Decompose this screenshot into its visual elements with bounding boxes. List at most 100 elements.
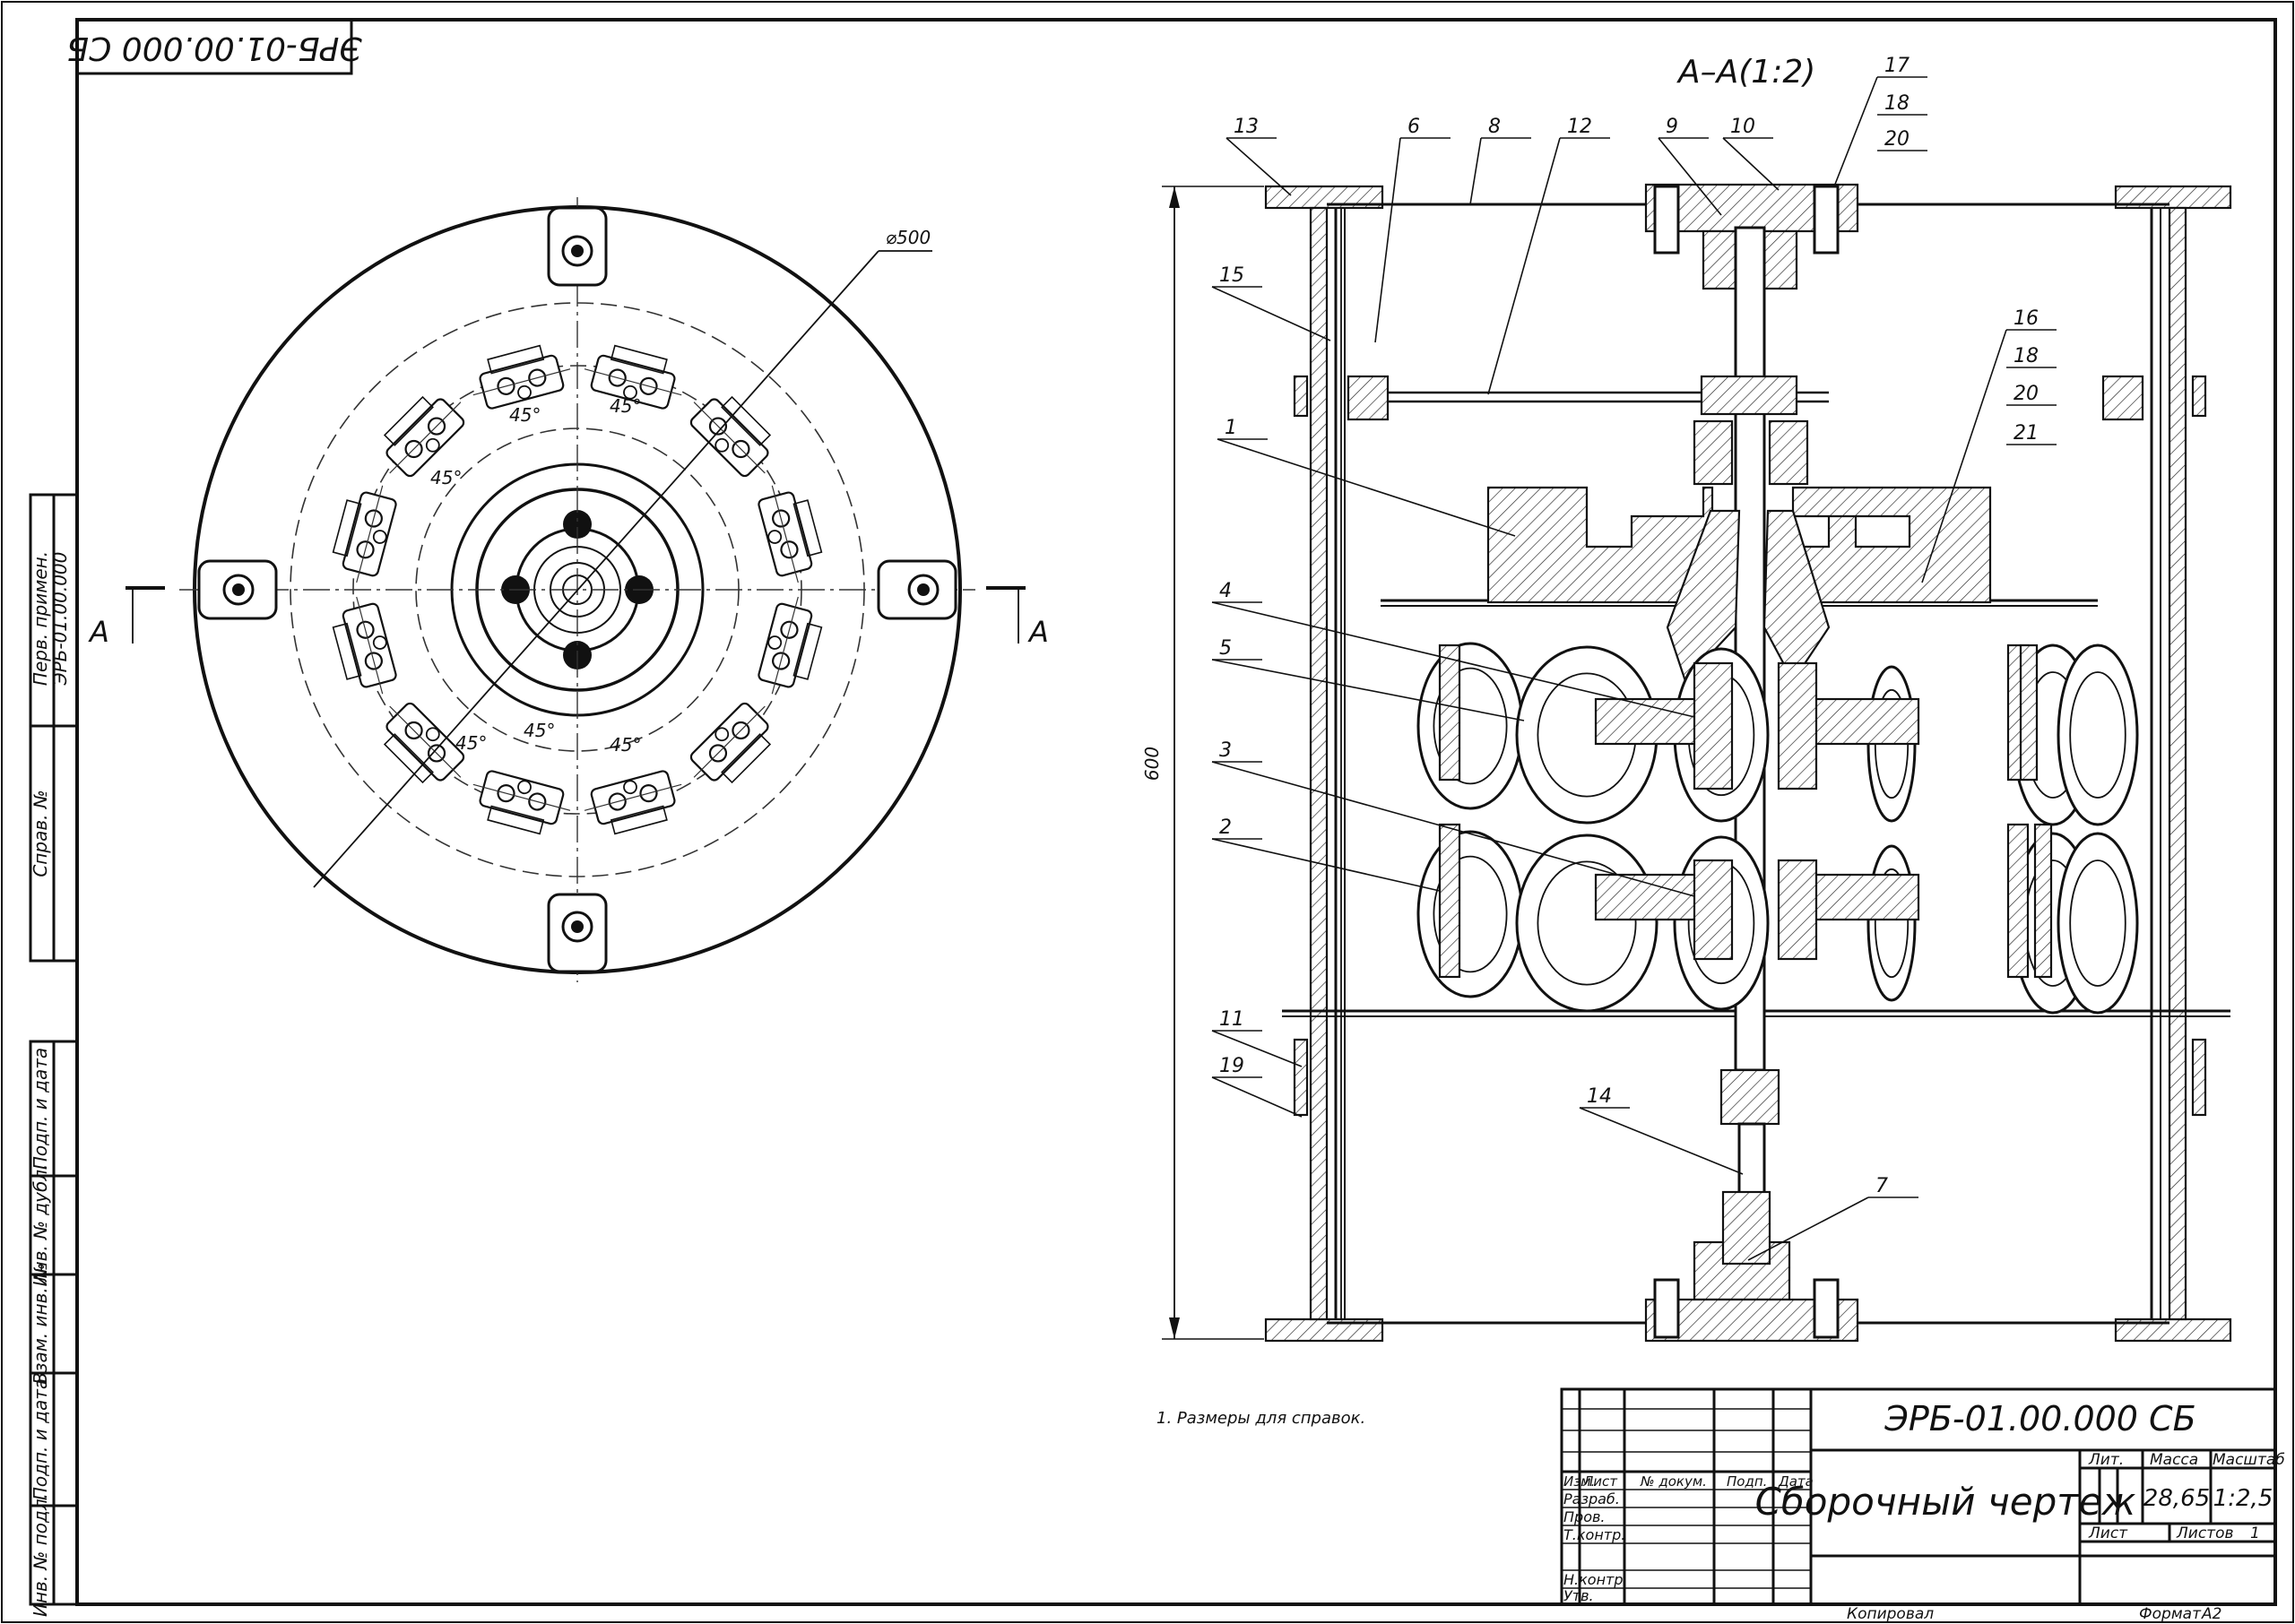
- callout-19: 19: [1219, 1055, 1244, 1077]
- role-prov: Пров.: [1563, 1508, 1606, 1525]
- angle-label: 45°: [455, 732, 487, 754]
- callout-20: 20: [1884, 128, 1910, 151]
- side-label-inv-podl: Инв. № подл.: [30, 1493, 51, 1617]
- roller-disks: [1416, 642, 2139, 1015]
- title-block-drawing-code: ЭРБ-01.00.000 СБ: [1884, 1399, 2195, 1438]
- scale-label: Масштаб: [2213, 1451, 2285, 1469]
- callout-18: 18: [2014, 345, 2039, 367]
- sheets-label: Листов: [2176, 1525, 2234, 1542]
- left-post: [1309, 206, 1329, 1321]
- callout-18: 18: [1884, 92, 1910, 115]
- roller-unit: [758, 485, 823, 583]
- diameter-leader: [313, 250, 879, 888]
- title-block: [1560, 1387, 2277, 1606]
- callout-15: 15: [1219, 264, 1244, 287]
- callout-4: 4: [1219, 580, 1232, 602]
- roller-unit: [332, 485, 397, 583]
- roller-units: [332, 344, 823, 835]
- roller-unit: [584, 770, 682, 835]
- diameter-label: ⌀500: [886, 227, 931, 248]
- section-mark-right: А: [1027, 615, 1049, 649]
- callout-12: 12: [1567, 116, 1592, 138]
- roller-unit: [383, 395, 465, 478]
- mass-value: 28,65: [2143, 1485, 2210, 1512]
- note: 1. Размеры для справок.: [1156, 1409, 1365, 1428]
- mounting-lug-right: [877, 559, 957, 620]
- rotated-code-box: ЭРБ-01.00.000 СБ: [66, 18, 363, 75]
- angle-label: 45°: [509, 404, 541, 426]
- side-label-perv-primen: Перв. примен.: [30, 551, 51, 686]
- role-nkontr: Н.контр.: [1563, 1571, 1628, 1588]
- angle-label: 45°: [610, 395, 641, 417]
- callout-16: 16: [2014, 307, 2039, 330]
- role-razrab: Разраб.: [1563, 1490, 1620, 1507]
- side-label-sprav: Справ. №: [30, 790, 51, 877]
- role-tkontr: Т.контр.: [1563, 1526, 1625, 1543]
- callout-2: 2: [1219, 816, 1232, 839]
- callout-14: 14: [1587, 1085, 1612, 1108]
- roller-unit: [472, 344, 571, 410]
- angle-label: 45°: [610, 734, 641, 756]
- header-izm: Изм.: [1563, 1473, 1595, 1490]
- header-list: Лист: [1582, 1473, 1618, 1490]
- title-block-title: Сборочный чертеж: [1755, 1480, 2136, 1524]
- callout-9: 9: [1666, 116, 1678, 138]
- angle-label: 45°: [524, 720, 555, 741]
- copied-label: Копировал: [1847, 1605, 1934, 1623]
- inner-frame: [75, 18, 2277, 1606]
- section-title: А–А(1:2): [1676, 54, 1815, 91]
- side-label-code: ЭРБ-01.00.000: [49, 552, 71, 687]
- top-view: 45° 45° 45° 45° 45° 45° ⌀500 А А: [88, 197, 1049, 982]
- header-podp: Подп.: [1727, 1473, 1767, 1490]
- callout-10: 10: [1730, 116, 1755, 138]
- mass-label: Масса: [2150, 1451, 2198, 1469]
- role-utv: Утв.: [1563, 1587, 1594, 1604]
- arm-lower-right: [1809, 873, 1920, 921]
- callout-20: 20: [2014, 383, 2039, 405]
- side-label-vzam-inv: Взам. инв. №: [30, 1263, 51, 1385]
- mounting-lug-left: [197, 559, 278, 620]
- mounting-lug-bottom: [547, 893, 608, 973]
- roller-unit: [472, 770, 571, 835]
- mounting-lug-top: [547, 206, 608, 287]
- sheet-label: Лист: [2088, 1525, 2128, 1542]
- callout-8: 8: [1488, 116, 1501, 138]
- height-dim-label: 600: [1141, 747, 1163, 781]
- arm-upper-right: [1809, 697, 1920, 746]
- header-data: Дата: [1778, 1473, 1814, 1490]
- roller-unit: [584, 344, 682, 410]
- rod-holder-right: [2101, 375, 2144, 421]
- right-post: [2168, 206, 2187, 1321]
- roller-unit: [758, 596, 823, 695]
- section-mark-left: А: [88, 615, 109, 649]
- roller-unit: [332, 596, 397, 695]
- callout-5: 5: [1219, 637, 1232, 660]
- rotor-body-left: [1486, 486, 1714, 604]
- lit-label: Лит.: [2088, 1451, 2124, 1469]
- roller-unit: [689, 702, 772, 784]
- format-label: Формат: [2139, 1605, 2202, 1623]
- side-label-podp-data-1: Подп. и дата: [30, 1048, 51, 1170]
- callout-13: 13: [1234, 116, 1259, 138]
- roller-unit: [383, 702, 465, 784]
- callout-21: 21: [2014, 422, 2039, 445]
- side-label-inv-dubl: Инв. № дубл.: [30, 1164, 51, 1287]
- hub-bolt: [563, 510, 592, 539]
- angle-label: 45°: [430, 467, 462, 488]
- rotated-drawing-code: ЭРБ-01.00.000 СБ: [66, 30, 362, 66]
- callout-7: 7: [1875, 1175, 1888, 1197]
- callout-1: 1: [1225, 417, 1237, 439]
- callout-17: 17: [1884, 55, 1910, 77]
- callout-11: 11: [1219, 1008, 1244, 1031]
- side-label-podp-data-2: Подп. и дата: [30, 1378, 51, 1500]
- scale-value: 1:2,5: [2213, 1485, 2273, 1512]
- roller-unit: [689, 395, 772, 478]
- rotor-body-right: [1791, 486, 1992, 604]
- callout-6: 6: [1407, 116, 1420, 138]
- callout-3: 3: [1219, 739, 1232, 762]
- header-dokum: № докум.: [1640, 1473, 1707, 1490]
- format-value: А2: [2201, 1605, 2221, 1623]
- section-view: А–А(1:2) 600: [1141, 54, 2232, 1343]
